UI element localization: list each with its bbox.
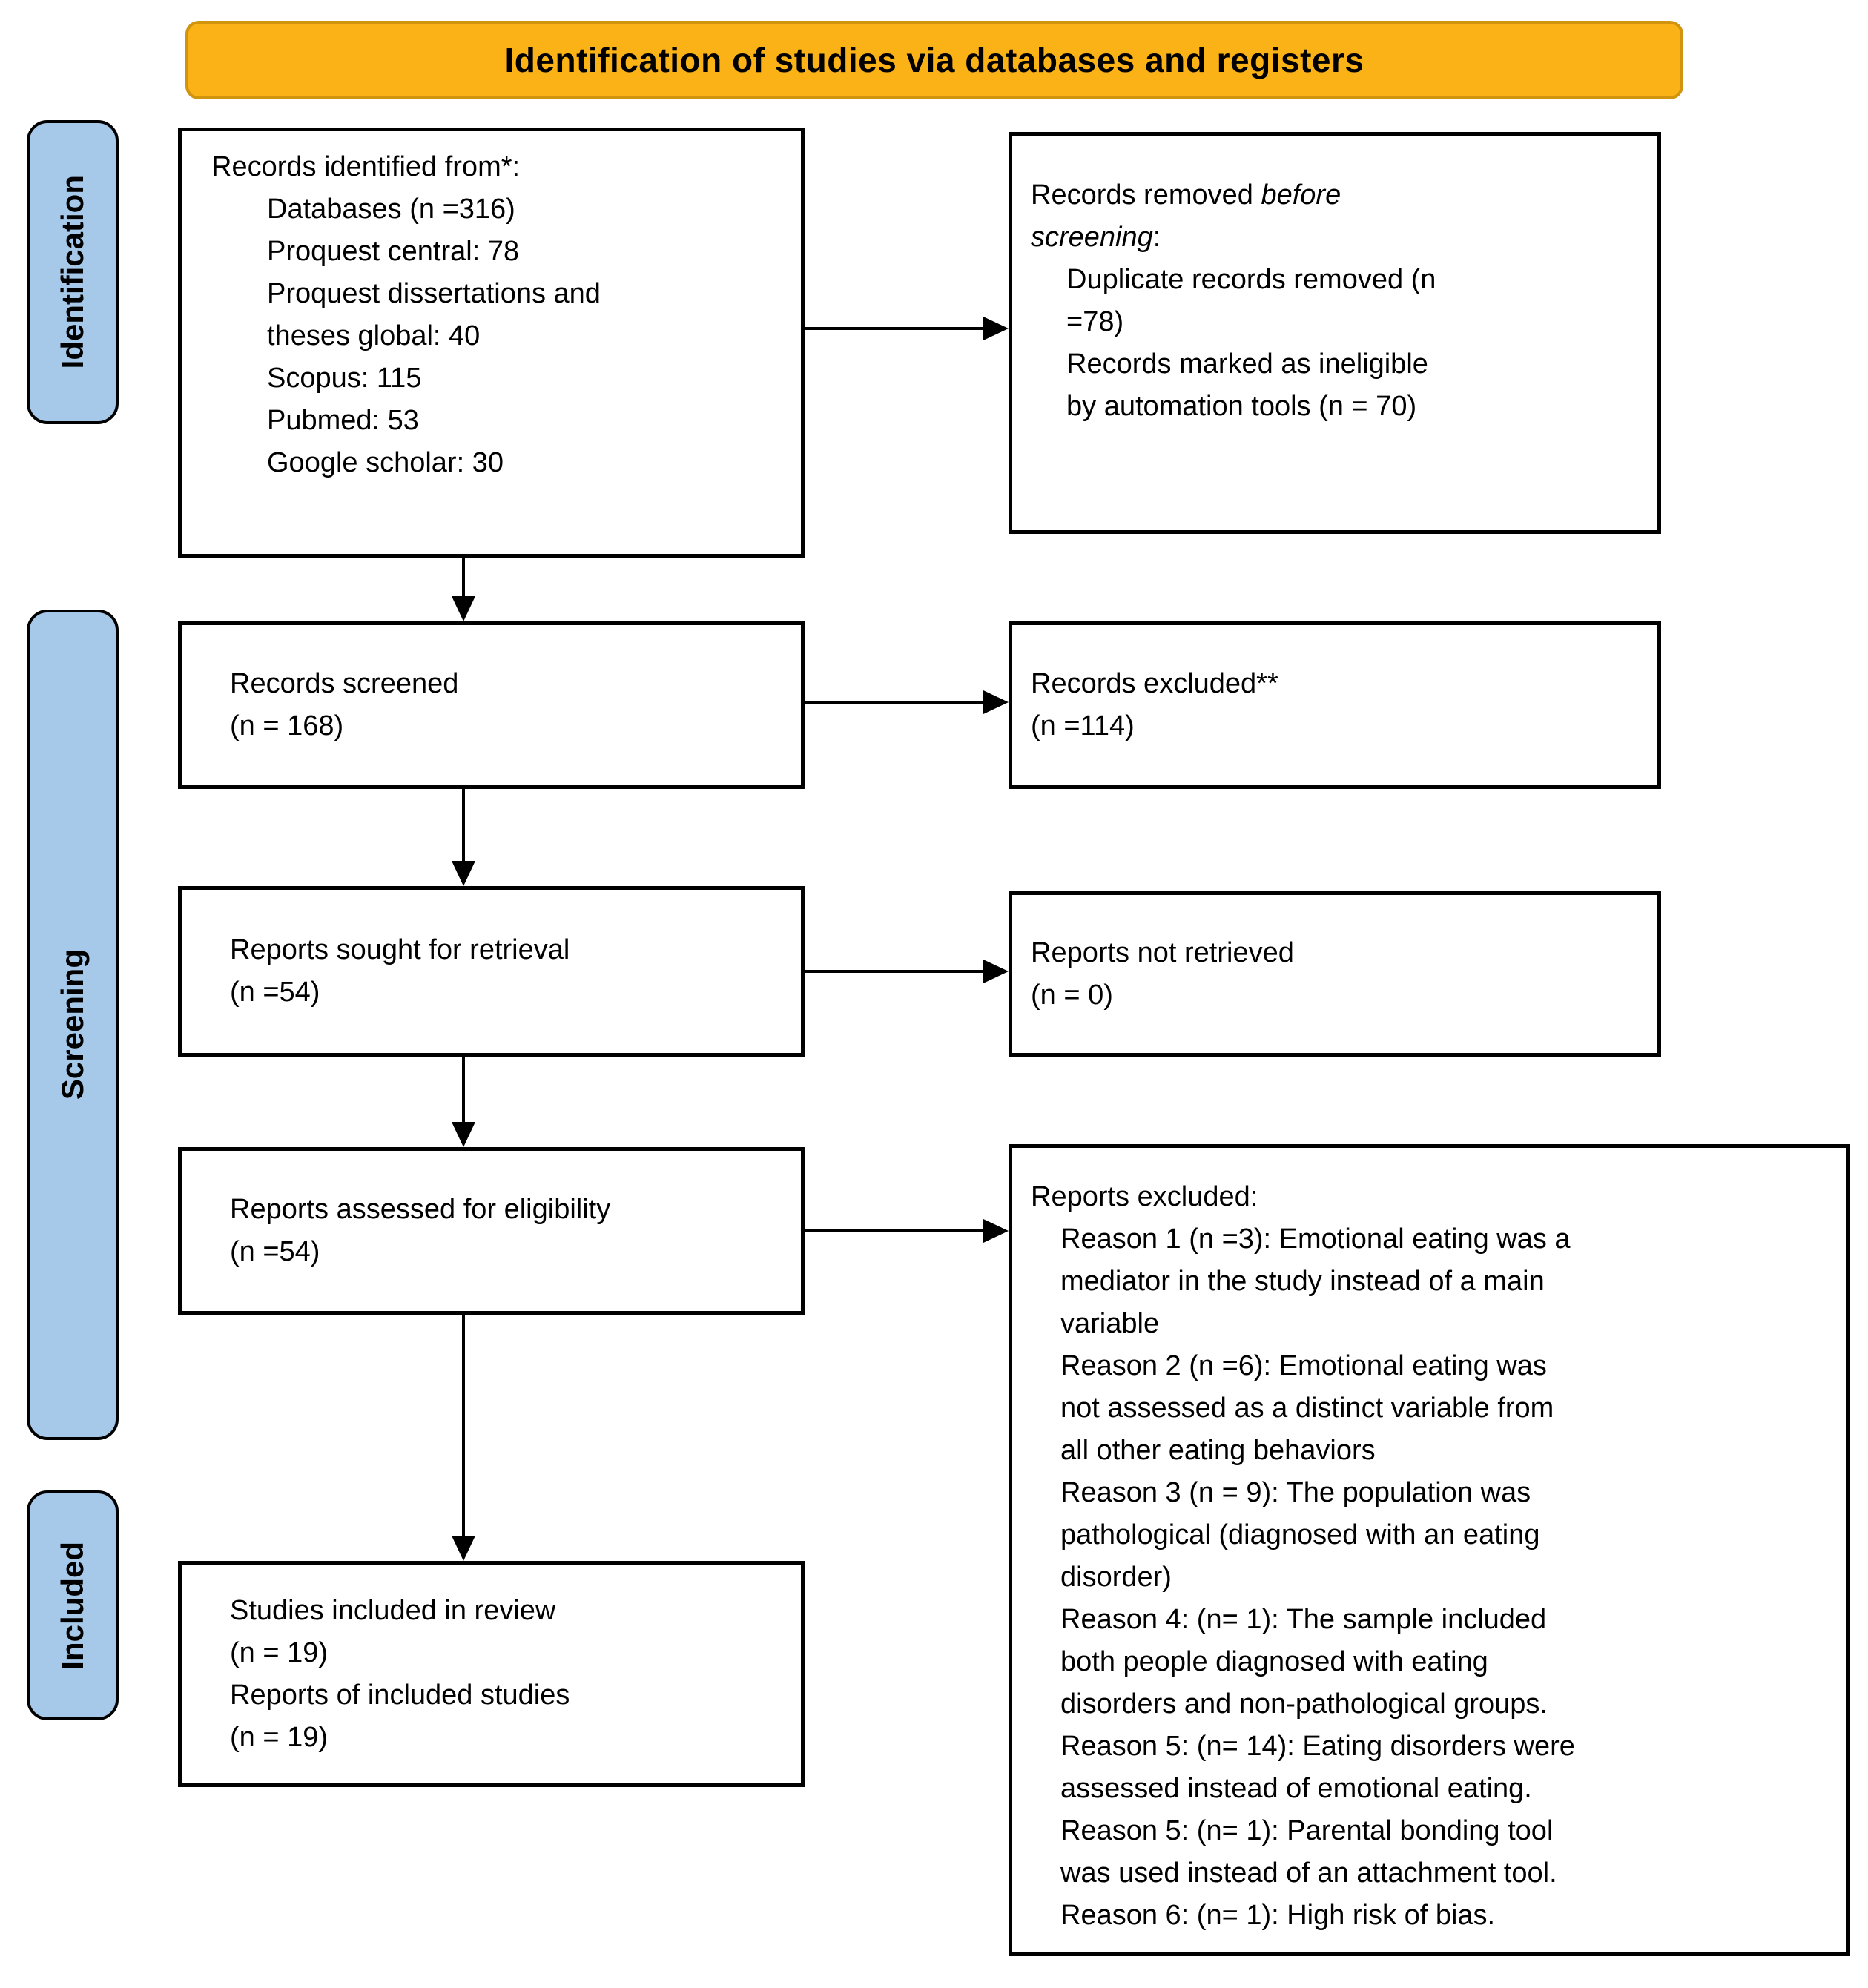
box-records-identified-text: Records identified from*:Databases (n =3… [211, 151, 601, 478]
stage-included: Included [27, 1490, 119, 1720]
box-reports-not-retrieved-text: Reports not retrieved(n = 0) [1031, 937, 1294, 1011]
box-reports-sought-text: Reports sought for retrieval(n =54) [230, 934, 570, 1008]
box-reports-assessed-text: Reports assessed for eligibility(n =54) [230, 1194, 611, 1267]
box-records-screened: Records screened(n = 168) [178, 621, 805, 789]
box-reports-sought: Reports sought for retrieval(n =54) [178, 886, 805, 1057]
arrow-identified-to-removed [805, 317, 1009, 340]
arrow-screened-to-excluded [805, 690, 1009, 714]
box-records-excluded-text: Records excluded**(n =114) [1031, 668, 1278, 742]
arrow-sought-to-assessed [452, 1057, 475, 1147]
arrow-sought-to-not-retrieved [805, 960, 1009, 983]
box-records-screened-text: Records screened(n = 168) [230, 668, 459, 742]
box-reports-excluded: Reports excluded:Reason 1 (n =3): Emotio… [1009, 1144, 1850, 1956]
box-records-excluded: Records excluded**(n =114) [1009, 621, 1661, 789]
box-reports-excluded-text: Reports excluded:Reason 1 (n =3): Emotio… [1031, 1181, 1575, 1931]
banner: Identification of studies via databases … [185, 21, 1683, 99]
banner-title: Identification of studies via databases … [504, 41, 1364, 79]
arrow-screened-to-sought [452, 789, 475, 886]
stage-screening: Screening [27, 610, 119, 1440]
stage-included-label: Included [55, 1541, 90, 1670]
box-reports-not-retrieved: Reports not retrieved(n = 0) [1009, 891, 1661, 1057]
box-studies-included: Studies included in review(n = 19)Report… [178, 1561, 805, 1787]
stage-identification: Identification [27, 120, 119, 424]
arrow-assessed-to-reports-excluded [805, 1219, 1009, 1243]
box-records-identified: Records identified from*:Databases (n =3… [178, 128, 805, 558]
arrow-identified-to-screened [452, 558, 475, 621]
box-studies-included-text: Studies included in review(n = 19)Report… [230, 1594, 570, 1753]
stage-identification-label: Identification [55, 175, 90, 369]
arrow-assessed-to-included [452, 1315, 475, 1561]
stage-screening-label: Screening [55, 949, 90, 1100]
box-reports-assessed: Reports assessed for eligibility(n =54) [178, 1147, 805, 1315]
